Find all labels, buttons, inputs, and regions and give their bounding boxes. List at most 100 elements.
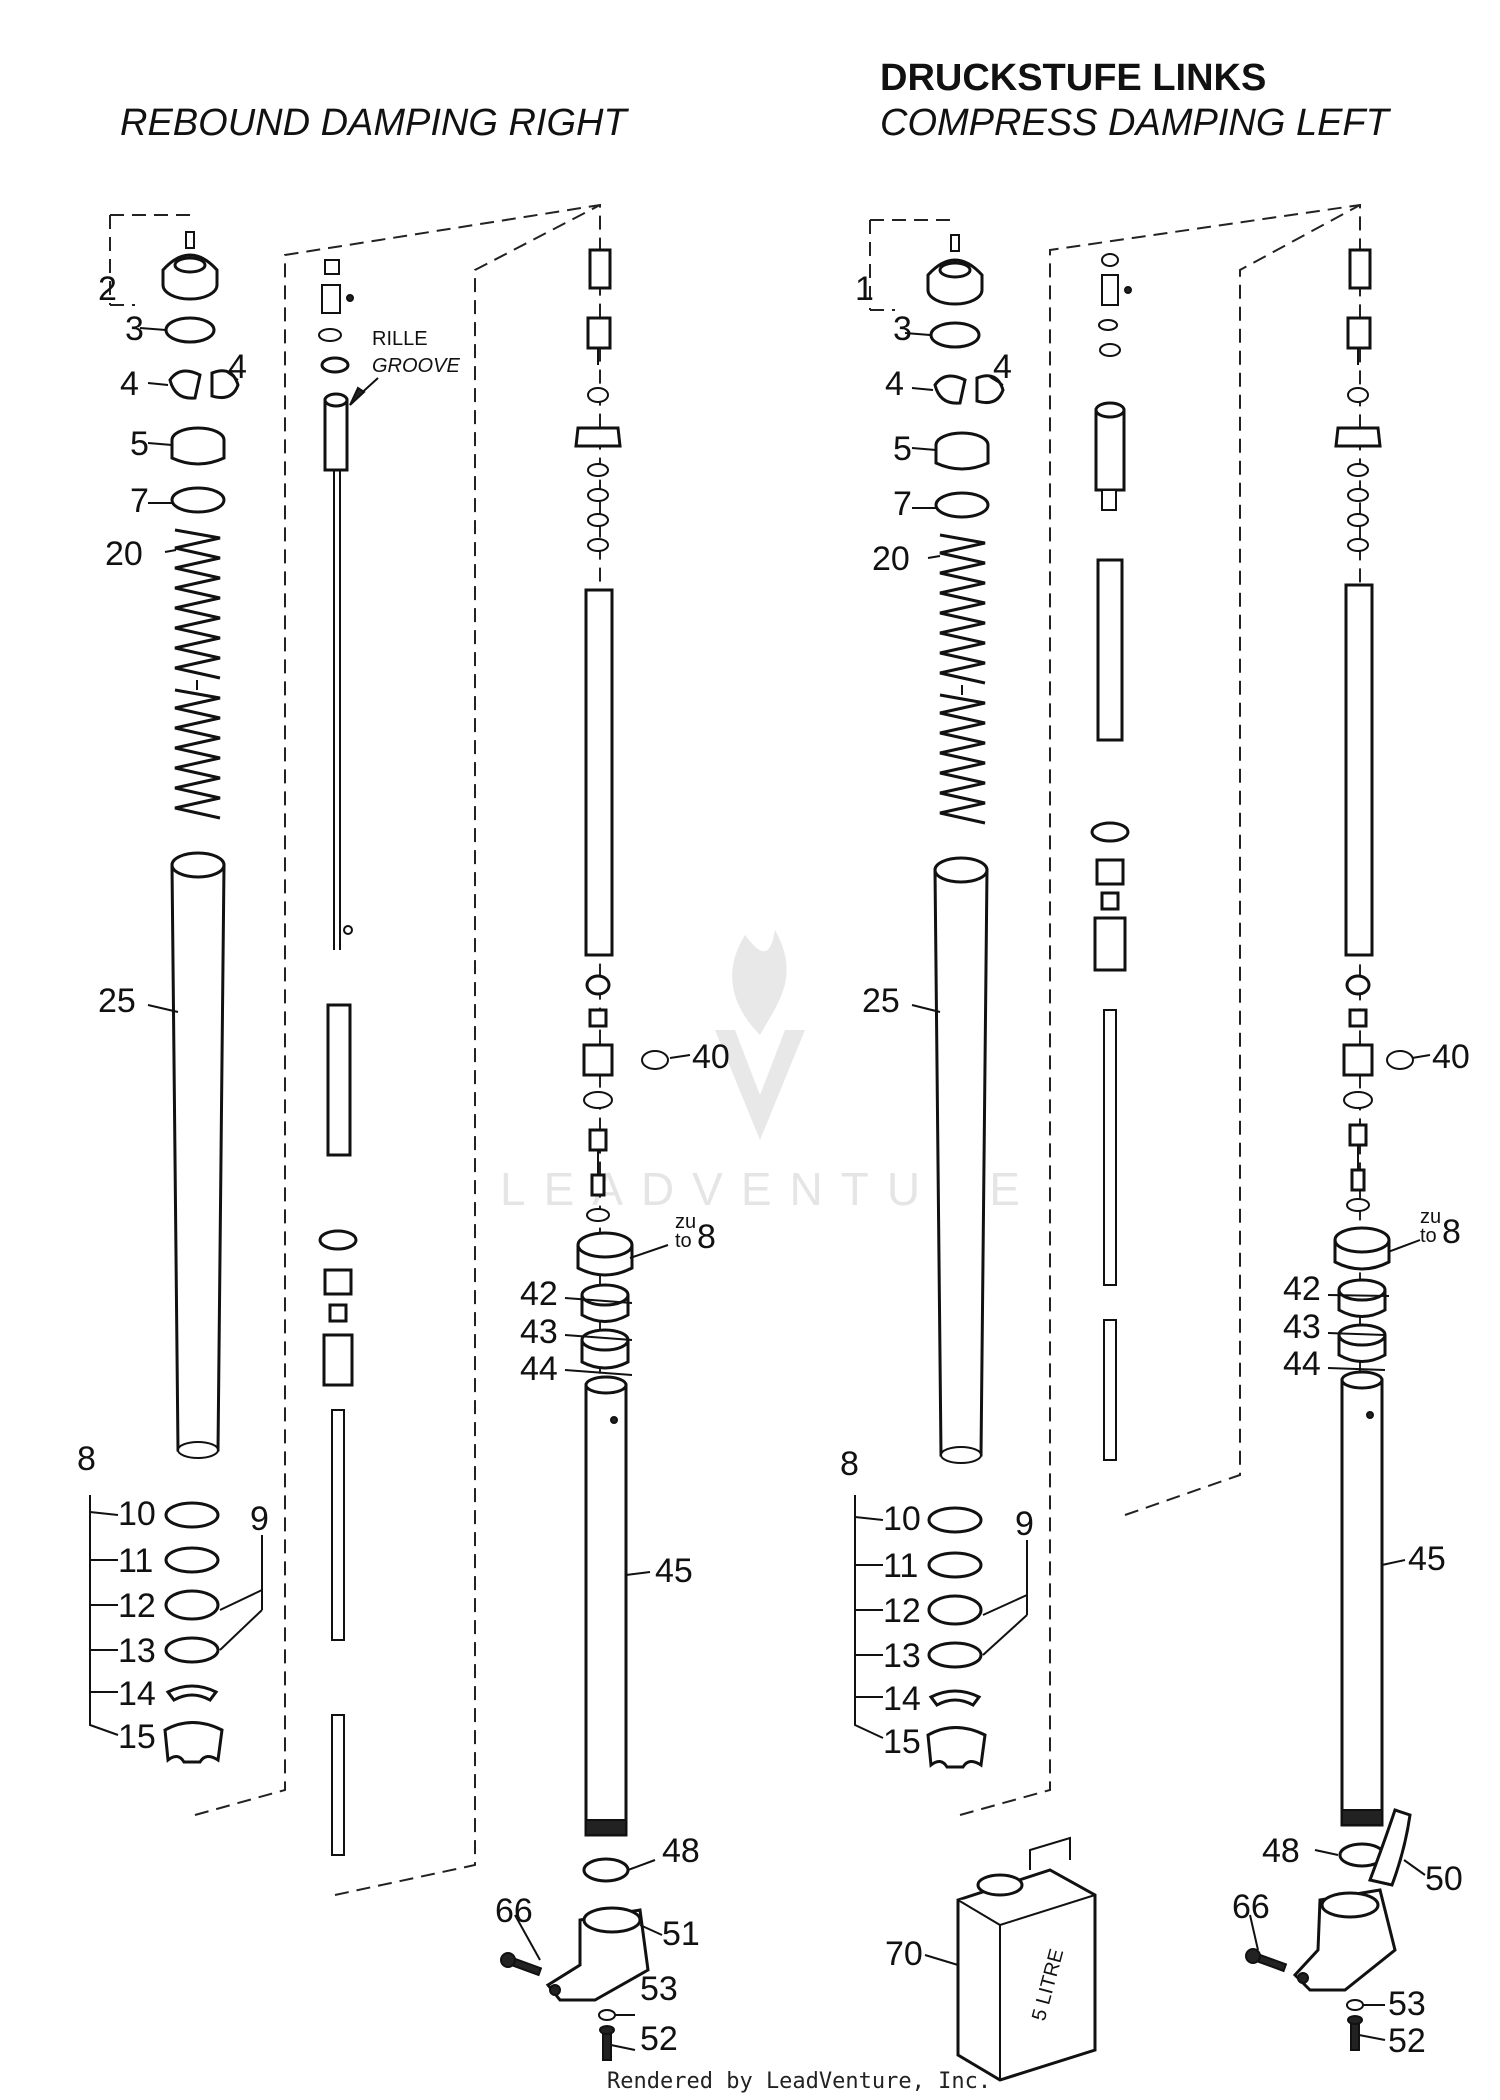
callout-to: to bbox=[1420, 1225, 1437, 1247]
callout-label: 45 bbox=[1408, 1540, 1446, 1578]
callout-label: 42 bbox=[520, 1275, 558, 1313]
part-half-ring bbox=[210, 369, 240, 400]
part-half-ring bbox=[933, 374, 967, 405]
callout-label: 1 bbox=[855, 270, 874, 308]
callout-label: 12 bbox=[118, 1587, 156, 1625]
callout-label: 14 bbox=[883, 1680, 921, 1718]
part-half-ring bbox=[975, 374, 1005, 405]
left-side-heading-de: DRUCKSTUFE LINKS bbox=[880, 57, 1266, 99]
callout-label: 4 bbox=[120, 365, 139, 403]
callout-label: 5 bbox=[893, 430, 912, 468]
callout-label: 15 bbox=[883, 1723, 921, 1761]
callout-label: 44 bbox=[520, 1350, 558, 1388]
callout-label: 7 bbox=[130, 482, 149, 520]
part-clip bbox=[927, 1551, 983, 1579]
part-rod bbox=[1103, 1319, 1117, 1461]
part-rod bbox=[331, 1409, 345, 1641]
leaders-left bbox=[854, 332, 1431, 2041]
part-half-ring bbox=[168, 369, 202, 400]
assembly-line bbox=[109, 214, 195, 306]
groove-note-de: RILLE bbox=[372, 328, 428, 350]
callout-label: 43 bbox=[520, 1313, 558, 1351]
callout-label: 25 bbox=[862, 982, 900, 1020]
part-compression-valve bbox=[1334, 248, 1382, 552]
callout-label: 4 bbox=[993, 348, 1012, 386]
callout-label: 25 bbox=[98, 982, 136, 1020]
part-o-ring bbox=[929, 321, 981, 349]
part-rebound-valve bbox=[582, 974, 614, 1222]
part-guide-bushing bbox=[926, 1726, 987, 1769]
callout-label: 42 bbox=[1283, 1270, 1321, 1308]
groove-note: RILLE GROOVE bbox=[349, 328, 460, 406]
callout-label: 8 bbox=[77, 1440, 96, 1478]
part-oil-seal bbox=[927, 1594, 983, 1626]
callout-label: 4 bbox=[228, 348, 247, 386]
callout-label: 9 bbox=[250, 1500, 269, 1538]
part-inner-tube bbox=[1340, 1370, 1384, 1827]
assembly-line bbox=[194, 203, 601, 1830]
callout-label: 43 bbox=[1283, 1308, 1321, 1346]
part-circlip bbox=[165, 1684, 219, 1702]
part-valve-stack bbox=[1090, 821, 1130, 972]
callout-zu: zu bbox=[1420, 1206, 1441, 1228]
callout-label: 50 bbox=[1425, 1860, 1463, 1898]
part-o-ring bbox=[164, 316, 216, 344]
part-o-ring bbox=[582, 1857, 630, 1883]
callout-label: 8 bbox=[1442, 1213, 1461, 1251]
callout-label: 52 bbox=[1388, 2022, 1426, 2060]
callout-label: 13 bbox=[118, 1632, 156, 1670]
part-washer bbox=[927, 1641, 983, 1669]
assembly-line bbox=[1124, 204, 1361, 1516]
part-inner-cartridge bbox=[584, 588, 614, 957]
callout-label: 48 bbox=[1262, 1832, 1300, 1870]
callout-to: to bbox=[675, 1230, 692, 1252]
arrow-icon bbox=[349, 386, 366, 406]
left-fork-assembly: 5 LITRE bbox=[869, 203, 1414, 2082]
part-damper-rod bbox=[1094, 253, 1132, 511]
part-valve-stack bbox=[318, 1229, 358, 1387]
groove-note-en: GROOVE bbox=[372, 355, 460, 377]
callout-label: 20 bbox=[105, 535, 143, 573]
callout-label: 14 bbox=[118, 1675, 156, 1713]
callout-label: 9 bbox=[1015, 1505, 1034, 1543]
part-drain-screw bbox=[1347, 2015, 1363, 2051]
part-o-ring bbox=[641, 1050, 669, 1070]
callout-label: 51 bbox=[662, 1915, 700, 1953]
part-outer-tube bbox=[170, 851, 226, 1459]
callout-label: 10 bbox=[118, 1495, 156, 1533]
part-axle-clamp bbox=[545, 1906, 650, 2002]
callout-label: 4 bbox=[885, 365, 904, 403]
callout-label: 66 bbox=[495, 1892, 533, 1930]
part-fork-spring bbox=[174, 528, 221, 820]
part-clip bbox=[164, 1546, 220, 1574]
left-side-heading-en: COMPRESS DAMPING LEFT bbox=[880, 102, 1392, 144]
callouts-right: 2 3 4 4 5 7 20 25 8 10 11 12 13 14 15 9 … bbox=[77, 270, 730, 2058]
part-fork-spring bbox=[939, 533, 986, 825]
callout-label: 8 bbox=[840, 1445, 859, 1483]
footer-credit: Rendered by LeadVenture, Inc. bbox=[607, 2069, 991, 2094]
callout-label: 70 bbox=[885, 1935, 923, 1973]
part-dust-seal bbox=[164, 1501, 220, 1529]
callout-label: 15 bbox=[118, 1718, 156, 1756]
part-washer bbox=[164, 1636, 220, 1664]
part-inner-cartridge bbox=[1344, 583, 1374, 957]
part-bushing bbox=[934, 431, 990, 471]
part-rod bbox=[331, 1714, 345, 1856]
part-clamp-bolt bbox=[500, 1952, 543, 1977]
callout-label: 13 bbox=[883, 1637, 921, 1675]
part-axle-clamp bbox=[1292, 1808, 1412, 1992]
part-guide-bushing bbox=[163, 1721, 224, 1764]
callout-label: 53 bbox=[640, 1970, 678, 2008]
callouts-left: 1 3 4 4 5 7 20 25 8 10 11 12 13 14 15 9 … bbox=[840, 270, 1470, 2060]
callout-label: 48 bbox=[662, 1832, 700, 1870]
assembly-line bbox=[334, 204, 601, 1896]
right-fork-assembly bbox=[109, 203, 669, 2061]
part-outer-tube bbox=[933, 856, 989, 1464]
callout-label: 3 bbox=[893, 310, 912, 348]
leaders-right bbox=[89, 327, 691, 2051]
part-cartridge-tube bbox=[1096, 558, 1124, 742]
callout-label: 8 bbox=[697, 1218, 716, 1256]
watermark-v-icon bbox=[715, 1030, 805, 1140]
callout-label: 40 bbox=[1432, 1038, 1470, 1076]
